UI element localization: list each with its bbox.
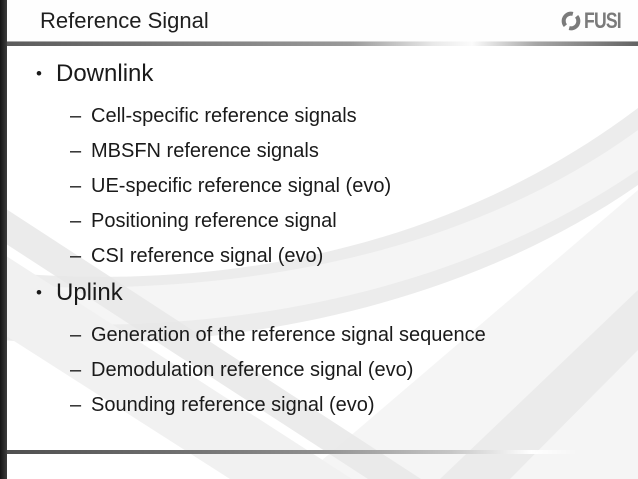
list-item: – MBSFN reference signals (70, 137, 630, 165)
bullet-dot: • (36, 283, 42, 302)
list-item: – Demodulation reference signal (evo) (70, 356, 630, 384)
list-item: – Sounding reference signal (evo) (70, 391, 630, 419)
company-logo: FUSI (560, 10, 630, 32)
list-item-label: Sounding reference signal (evo) (91, 394, 375, 416)
dash-bullet: – (70, 210, 82, 232)
section-downlink: • Downlink – Cell-specific reference sig… (36, 58, 630, 270)
page-title: Reference Signal (40, 8, 209, 33)
left-accent-bar (0, 0, 7, 479)
list-item-label: CSI reference signal (evo) (91, 245, 324, 267)
bullet-dot: • (36, 64, 42, 83)
list-item-label: UE-specific reference signal (evo) (91, 175, 392, 197)
dash-bullet: – (70, 245, 82, 267)
bullet-heading: • Downlink (36, 58, 630, 90)
list-item-label: Positioning reference signal (91, 210, 337, 232)
list-item: – Positioning reference signal (70, 207, 630, 235)
ring-swirl-icon (561, 11, 581, 31)
list-item-label: Generation of the reference signal seque… (91, 324, 486, 346)
slide-body: • Downlink – Cell-specific reference sig… (36, 50, 630, 426)
list-item-label: Demodulation reference signal (evo) (91, 359, 414, 381)
list-item: – Cell-specific reference signals (70, 102, 630, 130)
list-item-label: MBSFN reference signals (91, 140, 319, 162)
list-item-label: Cell-specific reference signals (91, 105, 357, 127)
title-divider-line (0, 41, 638, 46)
dash-bullet: – (70, 324, 82, 346)
list-item: – CSI reference signal (evo) (70, 242, 630, 270)
dash-bullet: – (70, 175, 82, 197)
heading-label: Downlink (56, 60, 154, 87)
heading-label: Uplink (56, 279, 123, 306)
dash-bullet: – (70, 394, 82, 416)
section-uplink: • Uplink – Generation of the reference s… (36, 277, 630, 419)
logo-text: FUSI (583, 8, 622, 33)
list-item: – UE-specific reference signal (evo) (70, 172, 630, 200)
title-bar (0, 0, 638, 41)
dash-bullet: – (70, 359, 82, 381)
bullet-heading: • Uplink (36, 277, 630, 309)
list-item: – Generation of the reference signal seq… (70, 321, 630, 349)
bottom-divider-line (0, 450, 578, 454)
dash-bullet: – (70, 105, 82, 127)
dash-bullet: – (70, 140, 82, 162)
